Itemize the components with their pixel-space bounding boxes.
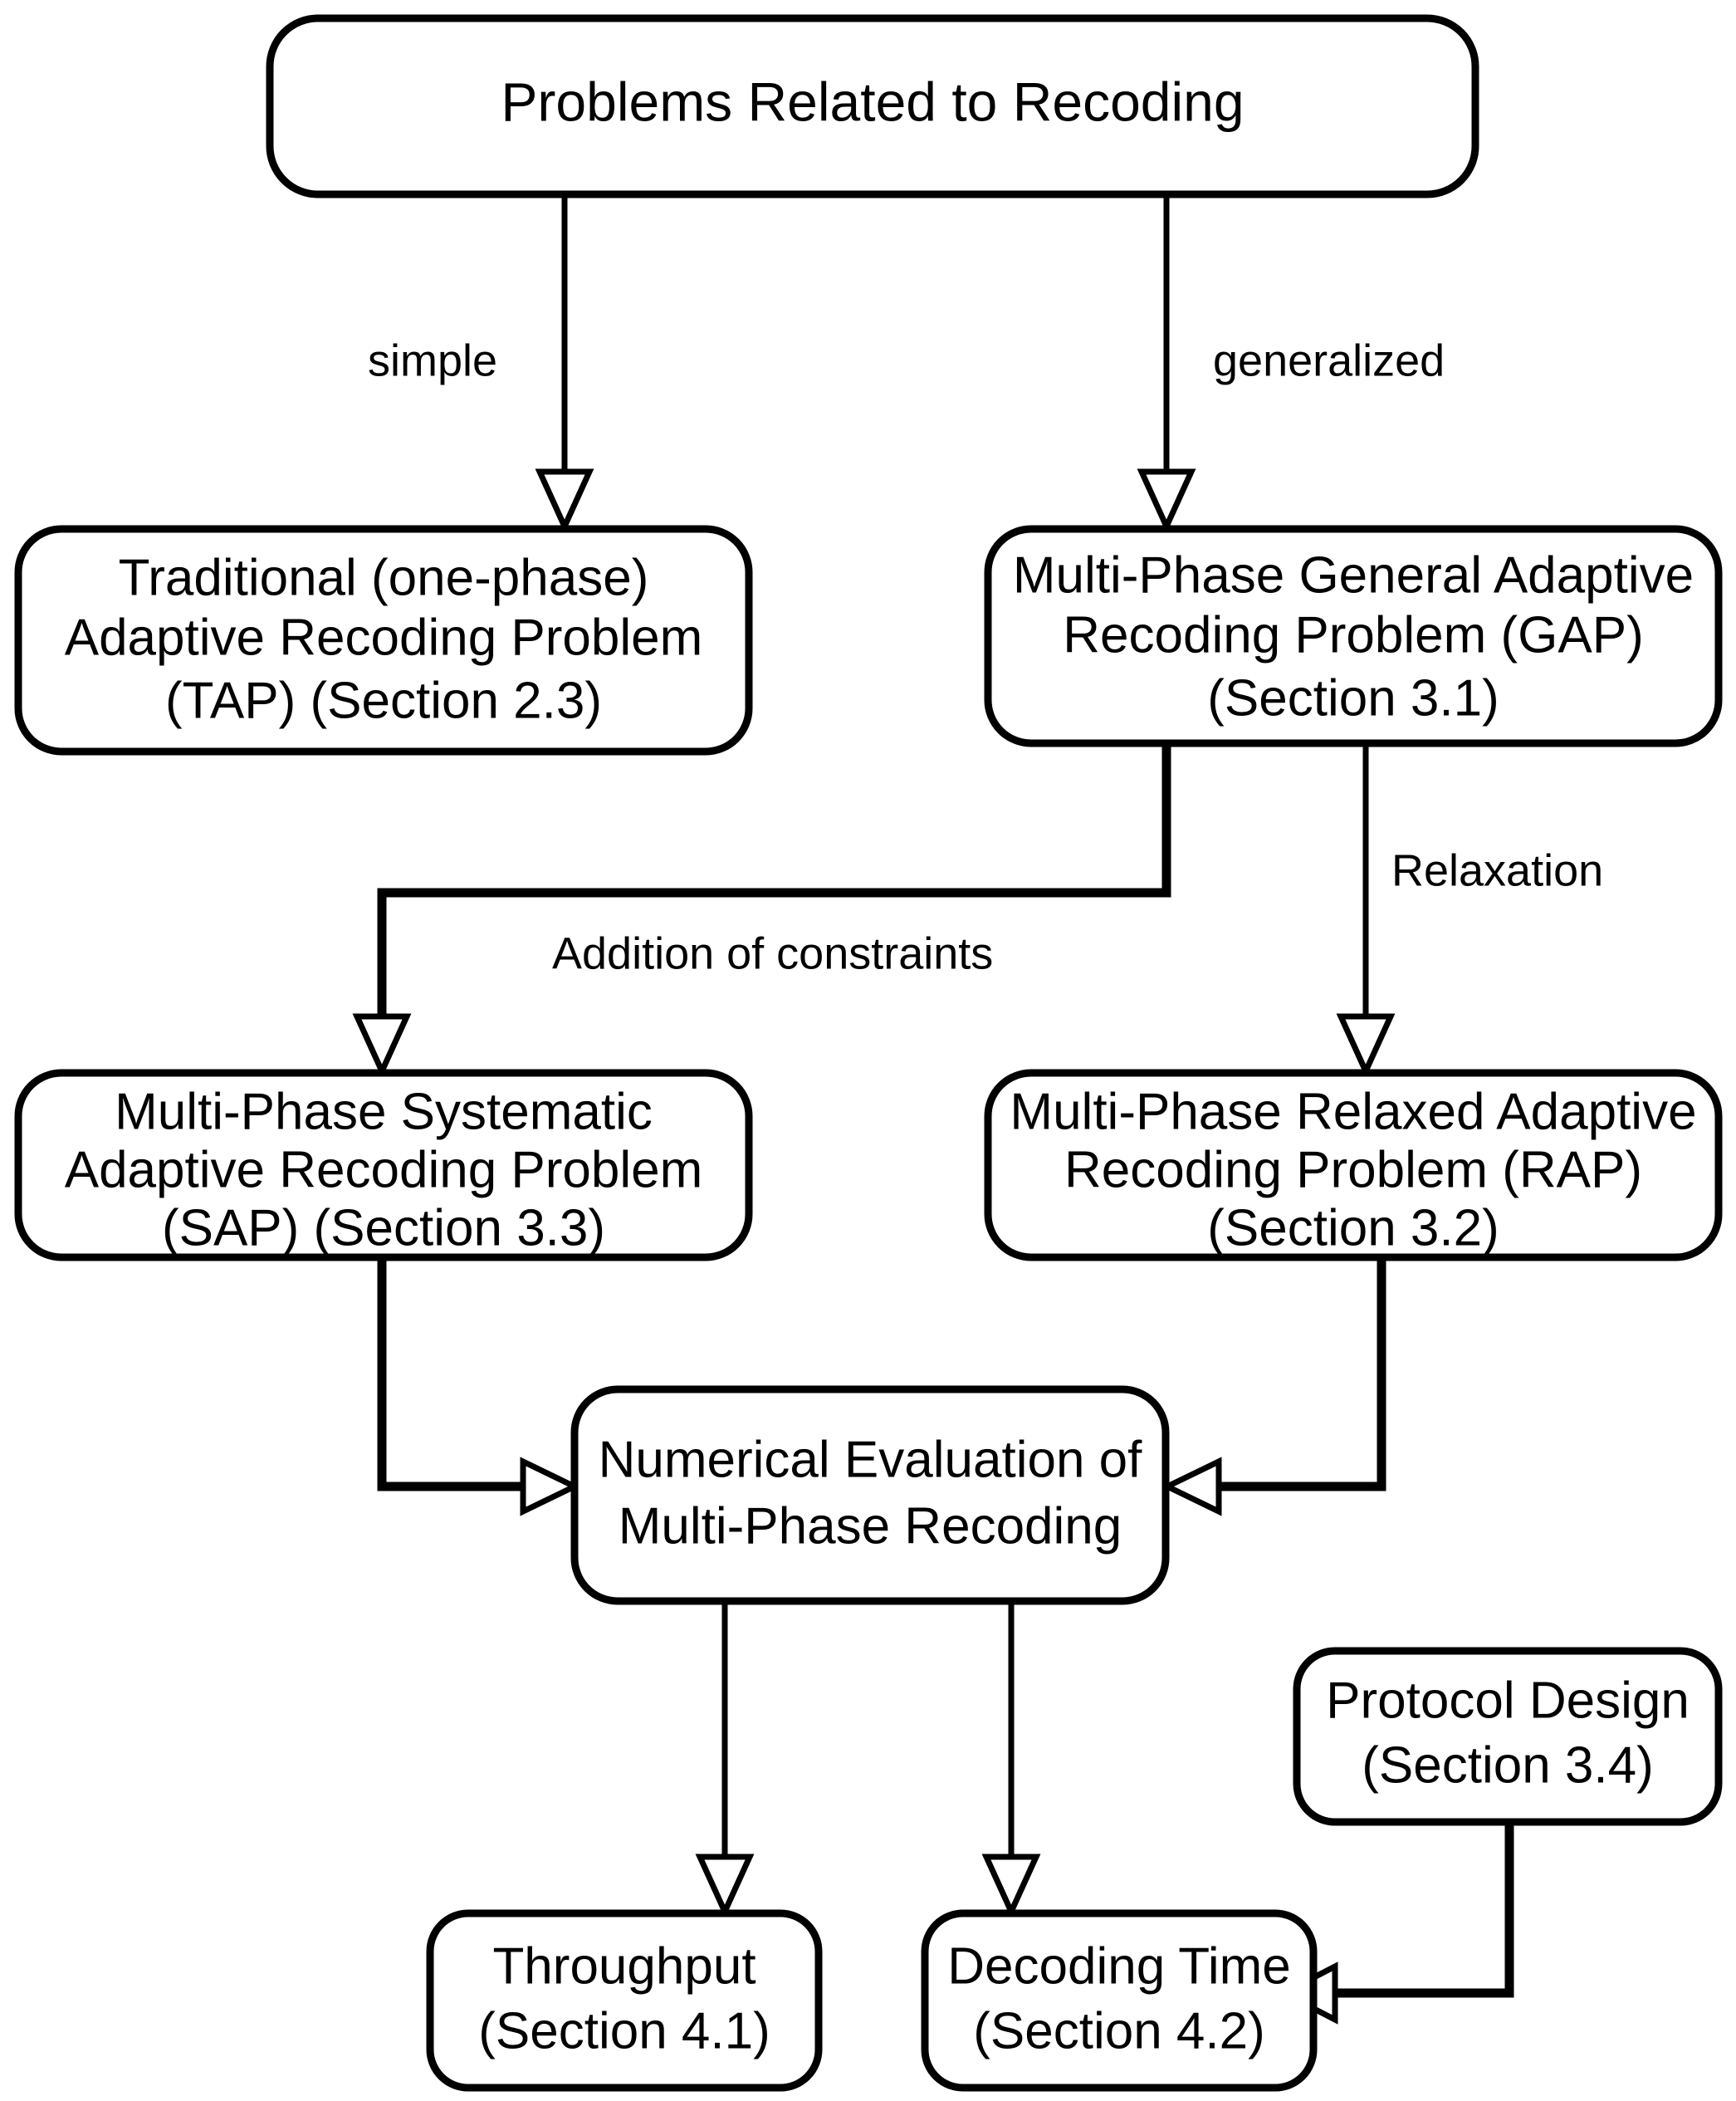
node-box[interactable] xyxy=(570,1385,1170,1605)
arrow-head-icon xyxy=(981,1854,1041,1919)
node-label-line-3: (Section 3.1) xyxy=(1207,669,1499,727)
arrow-head-icon xyxy=(520,1457,582,1516)
node-label-line-2: Multi-Phase Recoding xyxy=(619,1497,1122,1555)
node-label-line-2: (Section 3.4) xyxy=(1362,1736,1654,1794)
edge-line xyxy=(1219,1259,1386,1491)
edge-numerical-to-decoding xyxy=(981,1601,1041,1919)
node-label-line-1: Protocol Design xyxy=(1326,1672,1690,1729)
arrow-head-icon xyxy=(352,1013,412,1079)
node-label-line-2: Adaptive Recoding Problem xyxy=(65,1141,703,1198)
edge-rap-to-numerical xyxy=(1160,1259,1386,1516)
edge-sap-to-numerical xyxy=(377,1259,582,1516)
node-box[interactable] xyxy=(266,14,1479,198)
edge-label-generalized: generalized xyxy=(1213,335,1445,385)
node-label-line-1: Multi-Phase Systematic xyxy=(115,1083,653,1140)
node-label-line-2: Recoding Problem (RAP) xyxy=(1064,1141,1642,1198)
node-label-line-1: Problems Related to Recoding xyxy=(501,71,1244,132)
edge-line xyxy=(1335,1820,1514,1998)
node-label-line-1: Decoding Time xyxy=(947,1937,1291,1995)
node-label-line-2: Recoding Problem (GAP) xyxy=(1063,606,1644,664)
node-label-line-3: (SAP) (Section 3.3) xyxy=(162,1199,605,1256)
node-numerical-evaluation-of-multi-phase-recoding[interactable]: Numerical Evaluation of Multi-Phase Reco… xyxy=(570,1385,1170,1605)
node-protocol-design[interactable]: Protocol Design (Section 3.4) xyxy=(1293,1647,1723,1826)
node-label-line-2: Adaptive Recoding Problem xyxy=(65,609,703,666)
arrow-head-icon xyxy=(1160,1457,1222,1516)
node-multi-phase-systematic-adaptive-recoding-problem[interactable]: Multi-Phase Systematic Adaptive Recoding… xyxy=(14,1069,753,1261)
node-box[interactable] xyxy=(984,1069,1723,1261)
node-box[interactable] xyxy=(1293,1647,1723,1826)
node-throughput[interactable]: Throughput (Section 4.1) xyxy=(426,1909,823,2092)
arrow-head-icon xyxy=(1137,468,1196,534)
node-box[interactable] xyxy=(426,1909,823,2092)
edge-numerical-to-throughput xyxy=(695,1601,755,1919)
edge-gap-to-sap xyxy=(352,741,1171,1079)
node-label-line-1: Traditional (one-phase) xyxy=(119,549,649,606)
node-label-line-1: Throughput xyxy=(492,1937,756,1995)
edge-gap-to-rap xyxy=(1336,741,1396,1079)
arrow-head-icon xyxy=(535,468,594,534)
edge-label-relaxation: Relaxation xyxy=(1391,845,1603,895)
edge-root-to-tap xyxy=(535,193,594,534)
node-label-line-3: (Section 3.2) xyxy=(1207,1199,1499,1256)
edge-line xyxy=(377,741,1171,1023)
node-multi-phase-general-adaptive-recoding-problem[interactable]: Multi-Phase General Adaptive Recoding Pr… xyxy=(984,525,1723,747)
edge-line xyxy=(377,1259,523,1491)
edge-protocol-to-decoding xyxy=(1277,1820,1514,2025)
node-box[interactable] xyxy=(14,525,753,756)
node-label-line-2: (Section 4.1) xyxy=(478,2002,770,2059)
node-multi-phase-relaxed-adaptive-recoding-problem[interactable]: Multi-Phase Relaxed Adaptive Recoding Pr… xyxy=(984,1069,1723,1261)
edge-root-to-gap xyxy=(1137,193,1196,534)
arrow-head-icon xyxy=(695,1854,755,1919)
node-label-line-3: (TAP) (Section 2.3) xyxy=(165,672,602,729)
edge-label-addition-of-constraints: Addition of constraints xyxy=(552,928,993,978)
node-box[interactable] xyxy=(14,1069,753,1261)
node-label-line-1: Multi-Phase Relaxed Adaptive xyxy=(1010,1083,1696,1140)
node-box[interactable] xyxy=(984,525,1723,747)
node-label-line-2: (Section 4.2) xyxy=(973,2002,1265,2059)
node-decoding-time[interactable]: Decoding Time (Section 4.2) xyxy=(921,1909,1318,2092)
node-label-line-1: Multi-Phase General Adaptive xyxy=(1013,546,1694,604)
node-box[interactable] xyxy=(921,1909,1318,2092)
node-label-line-1: Numerical Evaluation of xyxy=(599,1431,1143,1488)
node-traditional-adaptive-recoding-problem[interactable]: Traditional (one-phase) Adaptive Recodin… xyxy=(14,525,753,756)
node-problems-related-to-recoding[interactable]: Problems Related to Recoding xyxy=(266,14,1479,198)
arrow-head-icon xyxy=(1336,1013,1396,1079)
edge-label-simple: simple xyxy=(368,335,497,385)
